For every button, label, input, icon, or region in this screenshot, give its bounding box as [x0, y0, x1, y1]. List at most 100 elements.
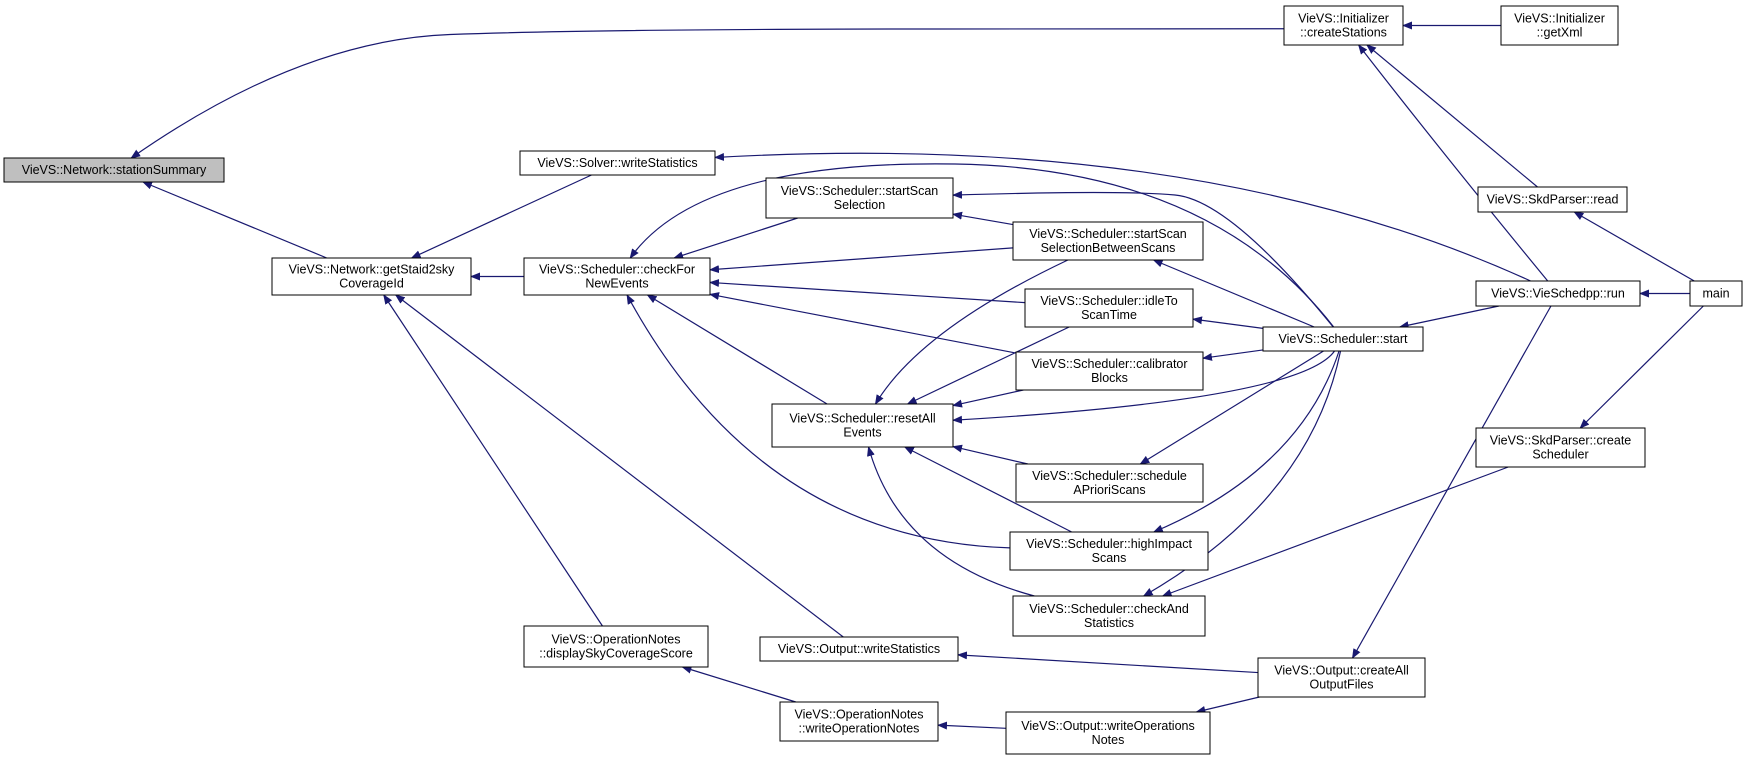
edge-skdRead-to-createStations [1366, 44, 1538, 188]
edge-getStaid2sky-to-stationSummary [142, 181, 327, 259]
node-box [3, 157, 225, 183]
edge-schedulerStart-to-calibratorBlocks [1202, 349, 1264, 361]
node-box [523, 625, 709, 668]
node-main[interactable]: main [1689, 280, 1743, 307]
edge-startScanSelectionBetweenScans-to-checkForNewEvents [709, 247, 1014, 274]
node-box [1009, 531, 1209, 571]
node-label-line: VieVS::SkdParser::read [1487, 193, 1619, 207]
node-schedulerStart[interactable]: VieVS::Scheduler::start [1262, 326, 1424, 352]
edge-solverWriteStatistics-to-getStaid2sky [410, 174, 592, 259]
node-writeOperationNotes[interactable]: VieVS::OperationNotes::writeOperationNot… [779, 701, 939, 742]
node-box [771, 403, 954, 448]
edge-highImpactScans-to-resetAllEvents [903, 446, 1072, 533]
node-label-line: Events [843, 426, 881, 440]
node-label-line: NewEvents [585, 277, 648, 291]
node-label-line: Scheduler [1532, 448, 1588, 462]
edges-layer [130, 21, 1704, 730]
edge-idleToScanTime-to-checkForNewEvents [709, 279, 1026, 304]
node-box [759, 636, 959, 662]
node-outputWriteStatistics[interactable]: VieVS::Output::writeStatistics [759, 636, 959, 662]
node-box [1283, 5, 1404, 46]
node-skdRead[interactable]: VieVS::SkdParser::read [1477, 186, 1628, 213]
edge-checkAndStatistics-to-resetAllEvents [867, 446, 1035, 597]
node-label-line: ::createStations [1300, 26, 1387, 40]
node-getXml[interactable]: VieVS::Initializer::getXml [1500, 5, 1619, 46]
node-label-line: ::getXml [1537, 26, 1583, 40]
node-box [1475, 427, 1646, 468]
node-label-line: OutputFiles [1310, 678, 1374, 692]
node-startScanSelectionBetweenScans[interactable]: VieVS::Scheduler::startScanSelectionBetw… [1012, 221, 1204, 261]
node-label-line: VieVS::Scheduler::checkFor [539, 263, 695, 277]
node-label-line: VieVS::Output::writeStatistics [778, 642, 940, 656]
node-label-line: VieVS::Scheduler::checkAnd [1029, 602, 1189, 616]
edge-writeOperationsNotes-to-writeOperationNotes [937, 721, 1007, 730]
node-label-line: VieVS::OperationNotes [794, 708, 923, 722]
node-label-line: Selection [834, 198, 885, 212]
node-box [779, 701, 939, 742]
node-label-line: ::displaySkyCoverageScore [539, 647, 693, 661]
node-label-line: ::writeOperationNotes [799, 722, 920, 736]
edge-createStations-to-stationSummary [130, 28, 1285, 159]
edge-calibratorBlocks-to-checkForNewEvents [709, 292, 1017, 354]
edge-outputWriteStatistics-to-getStaid2sky [394, 294, 844, 638]
node-box [1500, 5, 1619, 46]
edge-main-to-createScheduler [1579, 305, 1704, 429]
edge-highImpactScans-to-checkForNewEvents [626, 294, 1011, 549]
node-label-line: main [1702, 287, 1729, 301]
node-label-line: VieVS::Network::getStaid2sky [289, 263, 456, 277]
node-box [1475, 280, 1641, 307]
edge-createAllOutputFiles-to-outputWriteStatistics [957, 651, 1259, 674]
node-solverWriteStatistics[interactable]: VieVS::Solver::writeStatistics [519, 150, 716, 176]
edge-main-to-skdRead [1573, 211, 1695, 282]
node-box [1015, 351, 1204, 391]
node-box [271, 257, 472, 296]
edge-vieSchedppRun-to-schedulerStart [1398, 305, 1500, 330]
node-box [1005, 711, 1211, 755]
edge-schedulerStart-to-scheduleAPrioriScans [1139, 350, 1324, 465]
node-box [765, 177, 954, 219]
node-label-line: VieVS::Scheduler::startScan [1029, 227, 1187, 241]
node-box [519, 150, 716, 176]
node-label-line: APrioriScans [1073, 483, 1145, 497]
edge-vieSchedppRun-to-createStations [1357, 44, 1549, 282]
edge-writeOperationNotes-to-displaySkyCoverageScore [681, 665, 796, 703]
node-label-line: VieVS::Output::writeOperations [1021, 719, 1194, 733]
node-label-line: Statistics [1084, 616, 1134, 630]
node-label-line: VieVS::Network::stationSummary [22, 163, 207, 177]
node-createStations[interactable]: VieVS::Initializer::createStations [1283, 5, 1404, 46]
node-label-line: VieVS::Scheduler::schedule [1032, 469, 1187, 483]
edge-schedulerStart-to-idleToScanTime [1192, 316, 1264, 329]
node-label-line: VieVS::Scheduler::resetAll [789, 412, 935, 426]
edge-calibratorBlocks-to-resetAllEvents [952, 389, 1024, 408]
edge-createScheduler-to-checkAndStatistics [1161, 466, 1509, 597]
node-displaySkyCoverageScore[interactable]: VieVS::OperationNotes::displaySkyCoverag… [523, 625, 709, 668]
node-label-line: VieVS::SkdParser::create [1490, 434, 1632, 448]
edge-vieSchedppRun-to-createAllOutputFiles [1351, 305, 1552, 659]
node-vieSchedppRun[interactable]: VieVS::VieSchedpp::run [1475, 280, 1641, 307]
node-label-line: Notes [1092, 733, 1125, 747]
edge-createAllOutputFiles-to-writeOperationsNotes [1195, 696, 1260, 714]
edge-schedulerStart-to-startScanSelection [952, 190, 1334, 328]
node-box [1689, 280, 1743, 307]
node-box [523, 257, 711, 296]
nodes-layer: VieVS::Network::stationSummaryVieVS::Net… [3, 5, 1743, 755]
node-box [1262, 326, 1424, 352]
node-stationSummary[interactable]: VieVS::Network::stationSummary [3, 157, 225, 183]
node-label-line: VieVS::Output::createAll [1274, 664, 1409, 678]
node-box [1024, 288, 1194, 328]
node-label-line: VieVS::Initializer [1514, 12, 1605, 26]
edge-startScanSelectionBetweenScans-to-startScanSelection [952, 211, 1014, 226]
